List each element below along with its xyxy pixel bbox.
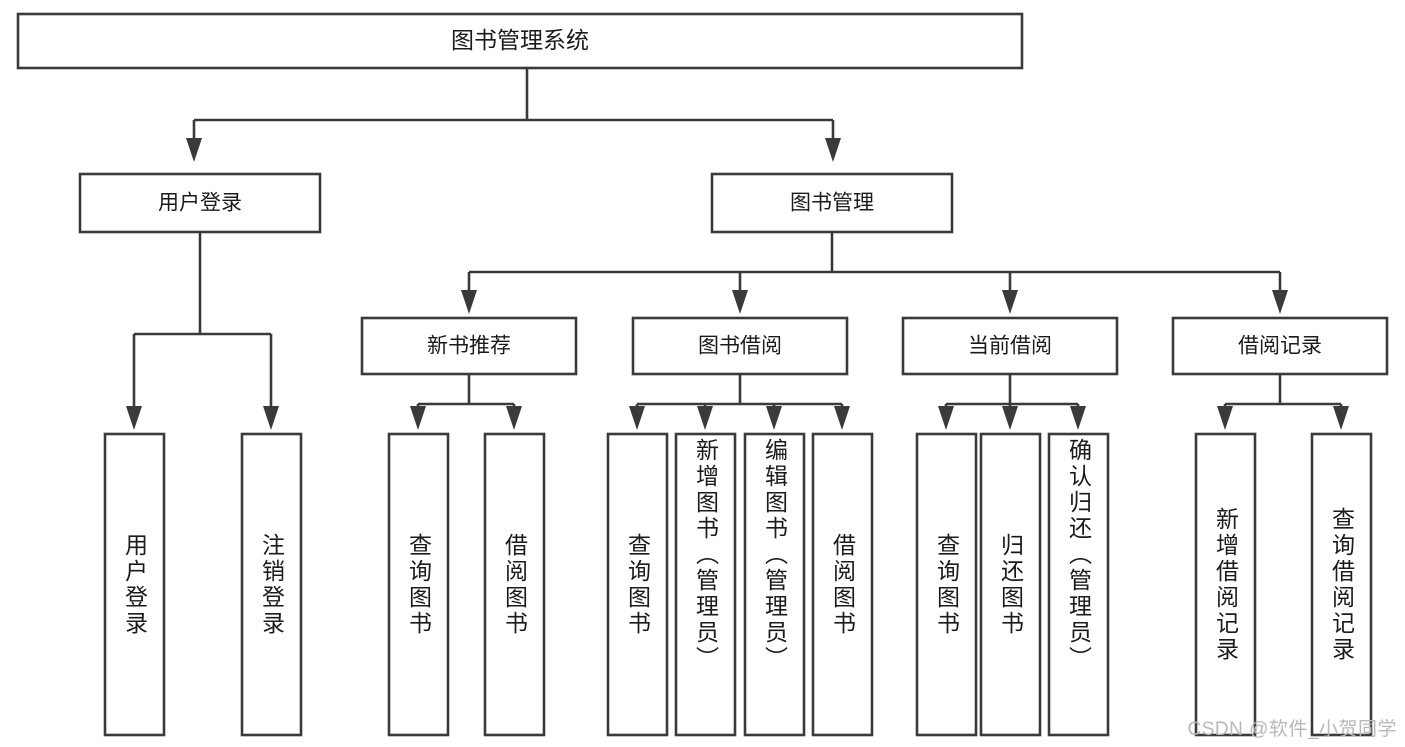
leaf-box-cb-2[interactable] [979,432,1042,737]
leaf-box-cb-1[interactable] [915,432,978,737]
arrow-head-to-borrow-records [1272,290,1288,314]
connector-borrow-records-to-leaves [1217,374,1349,430]
arrow-head-bb-leaf-4 [834,406,850,430]
node-current-borrow-label: 当前借阅 [968,335,1052,358]
leaf-box-nbr-2[interactable] [483,432,546,737]
connector-book-management-to-level2 [461,232,1288,314]
arrow-head-br-leaf-1 [1217,406,1233,430]
node-user-login-label: 用户登录 [158,192,242,215]
arrow-head-to-new-book-recommend [461,290,477,314]
node-new-book-recommend-box [360,316,578,376]
connector-new-book-recommend-to-leaves [410,374,522,430]
node-book-management[interactable]: 图书管理 [710,172,954,234]
node-new-book-recommend-label: 新书推荐 [427,335,511,358]
node-book-borrow-label: 图书借阅 [698,335,782,358]
connector-root-to-level1 [186,68,841,162]
arrow-head-bb-leaf-3 [766,406,782,430]
node-book-management-box [710,172,954,234]
connector-user-login-to-leaves [126,232,279,430]
leaf-box-br-2[interactable] [1310,432,1373,737]
node-borrow-records[interactable]: 借阅记录 [1171,316,1389,376]
node-root-book-management-system[interactable]: 图书管理系统 [16,12,1024,70]
leaf-box-bb-3[interactable] [743,432,806,737]
arrow-head-to-book-borrow [732,290,748,314]
arrow-head-user-login-leaf-1 [126,406,142,430]
leaf-box-br-1[interactable] [1194,432,1257,737]
arrow-head-to-current-borrow [1002,290,1018,314]
arrow-head-root-to-user-login [186,138,202,162]
node-user-login[interactable]: 用户登录 [78,172,322,234]
node-book-borrow[interactable]: 图书借阅 [631,316,849,376]
leaf-box-bb-1[interactable] [606,432,669,737]
connector-current-borrow-to-leaves [938,374,1086,430]
node-book-borrow-box [631,316,849,376]
leaf-box-user-login-1[interactable] [103,432,166,737]
arrow-head-cb-leaf-3 [1070,406,1086,430]
arrow-head-bb-leaf-1 [629,406,645,430]
leaf-box-bb-2[interactable] [674,432,737,737]
arrow-head-cb-leaf-2 [1002,406,1018,430]
arrow-head-root-to-book-management [825,138,841,162]
node-current-borrow[interactable]: 当前借阅 [901,316,1119,376]
arrow-head-user-login-leaf-2 [263,406,279,430]
node-current-borrow-box [901,316,1119,376]
node-borrow-records-box [1171,316,1389,376]
arrow-head-cb-leaf-1 [938,406,954,430]
leaf-box-cb-3[interactable] [1047,432,1110,737]
watermark-text: CSDN @软件_小贺同学 [1187,719,1397,740]
node-root-box [16,12,1024,70]
node-root-label: 图书管理系统 [451,27,589,53]
arrow-head-nbr-leaf-2 [506,406,522,430]
leaf-box-user-login-2[interactable] [240,432,303,737]
node-new-book-recommend[interactable]: 新书推荐 [360,316,578,376]
leaf-box-nbr-1[interactable] [387,432,450,737]
node-book-management-label: 图书管理 [790,192,874,215]
arrow-head-br-leaf-2 [1333,406,1349,430]
leaf-box-bb-4[interactable] [811,432,874,737]
arrow-head-bb-leaf-2 [697,406,713,430]
connector-book-borrow-to-leaves [629,374,850,430]
node-borrow-records-label: 借阅记录 [1238,335,1322,358]
arrow-head-nbr-leaf-1 [410,406,426,430]
